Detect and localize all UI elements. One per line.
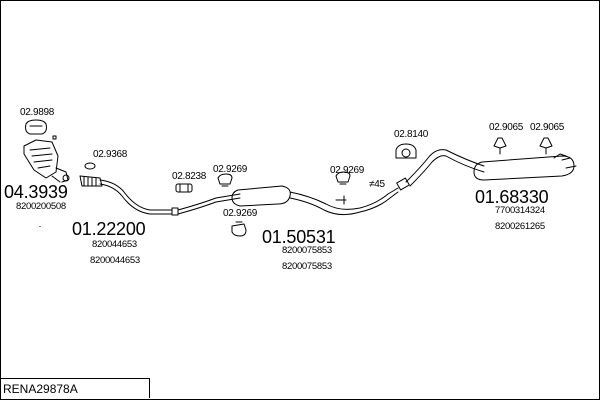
rear-silencer-oe-number: 8200261265 — [495, 221, 545, 232]
catalyst-oe-number: 8200200508 — [16, 201, 66, 212]
front-pipe-oe-number: 820044653 — [92, 239, 137, 250]
rubber-mount-icon[interactable] — [539, 137, 553, 155]
rear-silencer-icon[interactable] — [473, 153, 577, 181]
reference-box: RENA29878A — [0, 378, 150, 398]
reference-code: RENA29878A — [3, 382, 78, 396]
pipe-marker: ≠45 — [369, 179, 385, 190]
rear-silencer-oe-number: 7700314324 — [495, 205, 545, 216]
accessory-code: 02.8238 — [172, 171, 207, 182]
middle-pipe-icon[interactable] — [177, 193, 241, 215]
front-pipe-oe-number: 8200044653 — [90, 255, 140, 266]
connector-pipe-icon[interactable] — [396, 149, 485, 191]
hanger-part-icon[interactable] — [231, 221, 247, 237]
front-pipe-icon[interactable] — [99, 179, 179, 216]
catalytic-converter-icon[interactable] — [23, 139, 70, 183]
clamp-part-icon[interactable] — [395, 143, 417, 159]
accessory-code: 02.9368 — [93, 149, 128, 160]
gasket-part-icon[interactable] — [84, 162, 96, 170]
accessory-code: 02.9065 — [489, 122, 524, 133]
accessory-code: 02.8140 — [394, 129, 429, 140]
clamp-part-icon[interactable] — [25, 119, 47, 135]
catalyst-code[interactable]: 04.3939 — [4, 182, 68, 202]
accessory-code: 02.9269 — [213, 164, 248, 175]
hanger-part-icon[interactable] — [335, 171, 351, 185]
middle-silencer-icon[interactable] — [231, 185, 399, 216]
bolt-icon — [52, 135, 57, 140]
accessory-code: 02.9269 — [330, 165, 365, 176]
middle-silencer-oe-number: 8200075853 — [282, 245, 332, 256]
front-pipe-code[interactable]: 01.22200 — [72, 219, 146, 239]
flex-pipe-icon[interactable] — [79, 175, 103, 187]
accessory-code: 02.9898 — [20, 107, 55, 118]
flange-part-icon[interactable] — [175, 183, 193, 193]
hanger-part-icon[interactable] — [217, 173, 233, 187]
middle-silencer-code[interactable]: 01.50531 — [262, 227, 336, 247]
middle-silencer-oe-number: 8200075853 — [282, 261, 332, 272]
rubber-mount-icon[interactable] — [493, 137, 507, 155]
accessory-code: 02.9269 — [223, 208, 258, 219]
rear-silencer-code[interactable]: 01.68330 — [475, 187, 549, 207]
accessory-code: 02.9065 — [530, 122, 565, 133]
